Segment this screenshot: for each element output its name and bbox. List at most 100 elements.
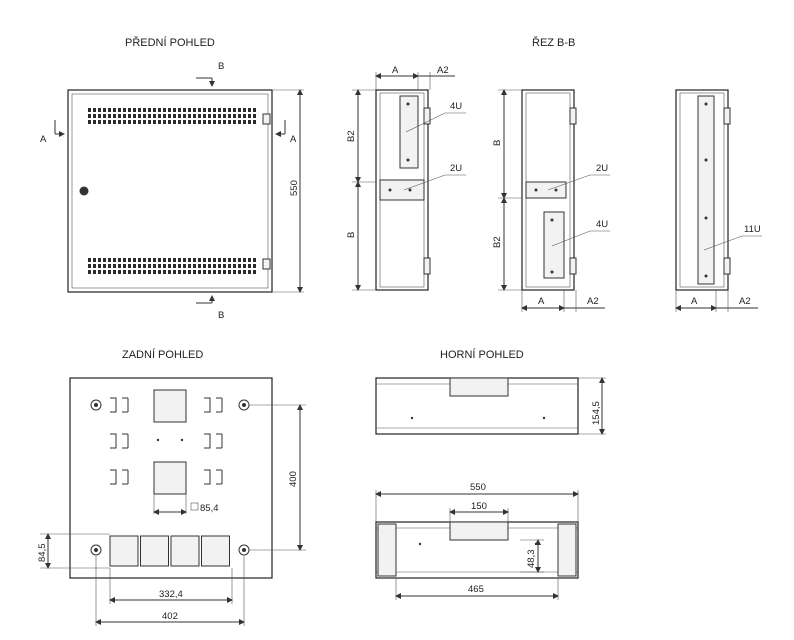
- screw-hole: [156, 438, 160, 442]
- bottom-view: 550 150 48,3 465: [375, 482, 579, 600]
- dim-a-side1: A: [392, 65, 399, 76]
- vent-slot: [123, 120, 126, 124]
- vent-slot: [253, 114, 256, 118]
- vent-slot: [163, 108, 166, 112]
- vent-slot: [148, 264, 151, 268]
- leader-2u: [547, 174, 610, 191]
- vent-slot: [223, 258, 226, 262]
- top-view-title: HORNÍ POHLED: [440, 348, 524, 361]
- screw-hole: [704, 216, 708, 220]
- bottom-cable-opening: [449, 521, 509, 541]
- vent-slot: [188, 120, 191, 124]
- vent-slot: [103, 114, 106, 118]
- vent-slot: [93, 258, 96, 262]
- vent-slot: [253, 270, 256, 274]
- section-label-a-left: A: [40, 134, 47, 145]
- dim-a2-side3: A2: [739, 296, 751, 307]
- vent-slot: [213, 258, 216, 262]
- vent-slot: [183, 114, 186, 118]
- vent-slot: [188, 264, 191, 268]
- mounting-bracket: [204, 433, 223, 449]
- screw-hole: [180, 438, 184, 442]
- vent-slot: [198, 120, 201, 124]
- vent-slot: [188, 258, 191, 262]
- vent-slot: [233, 258, 236, 262]
- vent-slot: [103, 108, 106, 112]
- vent-slot: [93, 270, 96, 274]
- label-4u-side1: 4U: [450, 101, 462, 112]
- vent-slot: [198, 108, 201, 112]
- vent-slot: [213, 270, 216, 274]
- vent-slot: [103, 120, 106, 124]
- vent-slot: [223, 114, 226, 118]
- vent-slot: [108, 120, 111, 124]
- vent-slot: [198, 258, 201, 262]
- vent-slot: [178, 108, 181, 112]
- vent-slot: [128, 270, 131, 274]
- hole-center: [94, 403, 98, 407]
- cable-entry: [170, 535, 200, 567]
- vent-slot: [178, 270, 181, 274]
- vent-slot: [228, 258, 231, 262]
- vent-slot: [138, 264, 141, 268]
- vent-slot: [113, 264, 116, 268]
- vent-slot: [88, 108, 91, 112]
- vent-slot: [148, 258, 151, 262]
- vent-slot: [248, 108, 251, 112]
- vent-slot: [103, 270, 106, 274]
- vent-slot: [243, 108, 246, 112]
- back-view-title: ZADNÍ POHLED: [122, 348, 203, 361]
- leader-2u: [403, 174, 466, 191]
- section-bb-view: ŘEZ B-B B B2 A A2 2U 4U: [492, 36, 610, 312]
- vent-slot: [163, 264, 166, 268]
- vent-slot: [248, 270, 251, 274]
- vent-slot: [163, 258, 166, 262]
- dim-332-4: 332,4: [159, 589, 183, 600]
- front-vents-top: [88, 108, 256, 124]
- mounting-bracket: [204, 397, 223, 413]
- vent-slot: [158, 264, 161, 268]
- vent-slot: [163, 114, 166, 118]
- vent-slot: [213, 264, 216, 268]
- vent-slot: [208, 270, 211, 274]
- vent-slot: [183, 270, 186, 274]
- vent-slot: [158, 270, 161, 274]
- section-label-b-bottom: B: [218, 310, 224, 321]
- mounting-bracket: [110, 469, 129, 485]
- vent-slot: [108, 258, 111, 262]
- vent-slot: [203, 114, 206, 118]
- vent-slot: [143, 120, 146, 124]
- side1-rack-2u: [379, 179, 425, 201]
- square-symbol-icon: [190, 502, 199, 511]
- vent-slot: [228, 264, 231, 268]
- vent-slot: [158, 258, 161, 262]
- dim-550-bottom: 550: [470, 482, 486, 493]
- vent-slot: [148, 270, 151, 274]
- dim-150: 150: [471, 501, 487, 512]
- vent-slot: [98, 114, 101, 118]
- vent-slot: [113, 270, 116, 274]
- vent-slot: [253, 258, 256, 262]
- vent-slot: [193, 114, 196, 118]
- vent-slot: [88, 258, 91, 262]
- vent-slot: [88, 120, 91, 124]
- vent-slot: [133, 264, 136, 268]
- mounting-bracket: [110, 433, 129, 449]
- dim-b-section: B: [492, 140, 503, 146]
- vent-slot: [203, 270, 206, 274]
- vent-slot: [178, 120, 181, 124]
- screw-hole: [410, 416, 414, 420]
- vent-slot: [233, 120, 236, 124]
- side-view-1: A A2 B2 B 4U 2U: [346, 65, 466, 291]
- vent-slot: [108, 270, 111, 274]
- vent-slot: [138, 270, 141, 274]
- vent-slot: [143, 270, 146, 274]
- vent-slot: [218, 258, 221, 262]
- vent-slot: [238, 120, 241, 124]
- vent-slot: [173, 270, 176, 274]
- back-mounting-brackets: [110, 397, 223, 485]
- screw-hole: [550, 270, 554, 274]
- vent-slot: [108, 108, 111, 112]
- vent-slot: [168, 270, 171, 274]
- screw-hole: [542, 416, 546, 420]
